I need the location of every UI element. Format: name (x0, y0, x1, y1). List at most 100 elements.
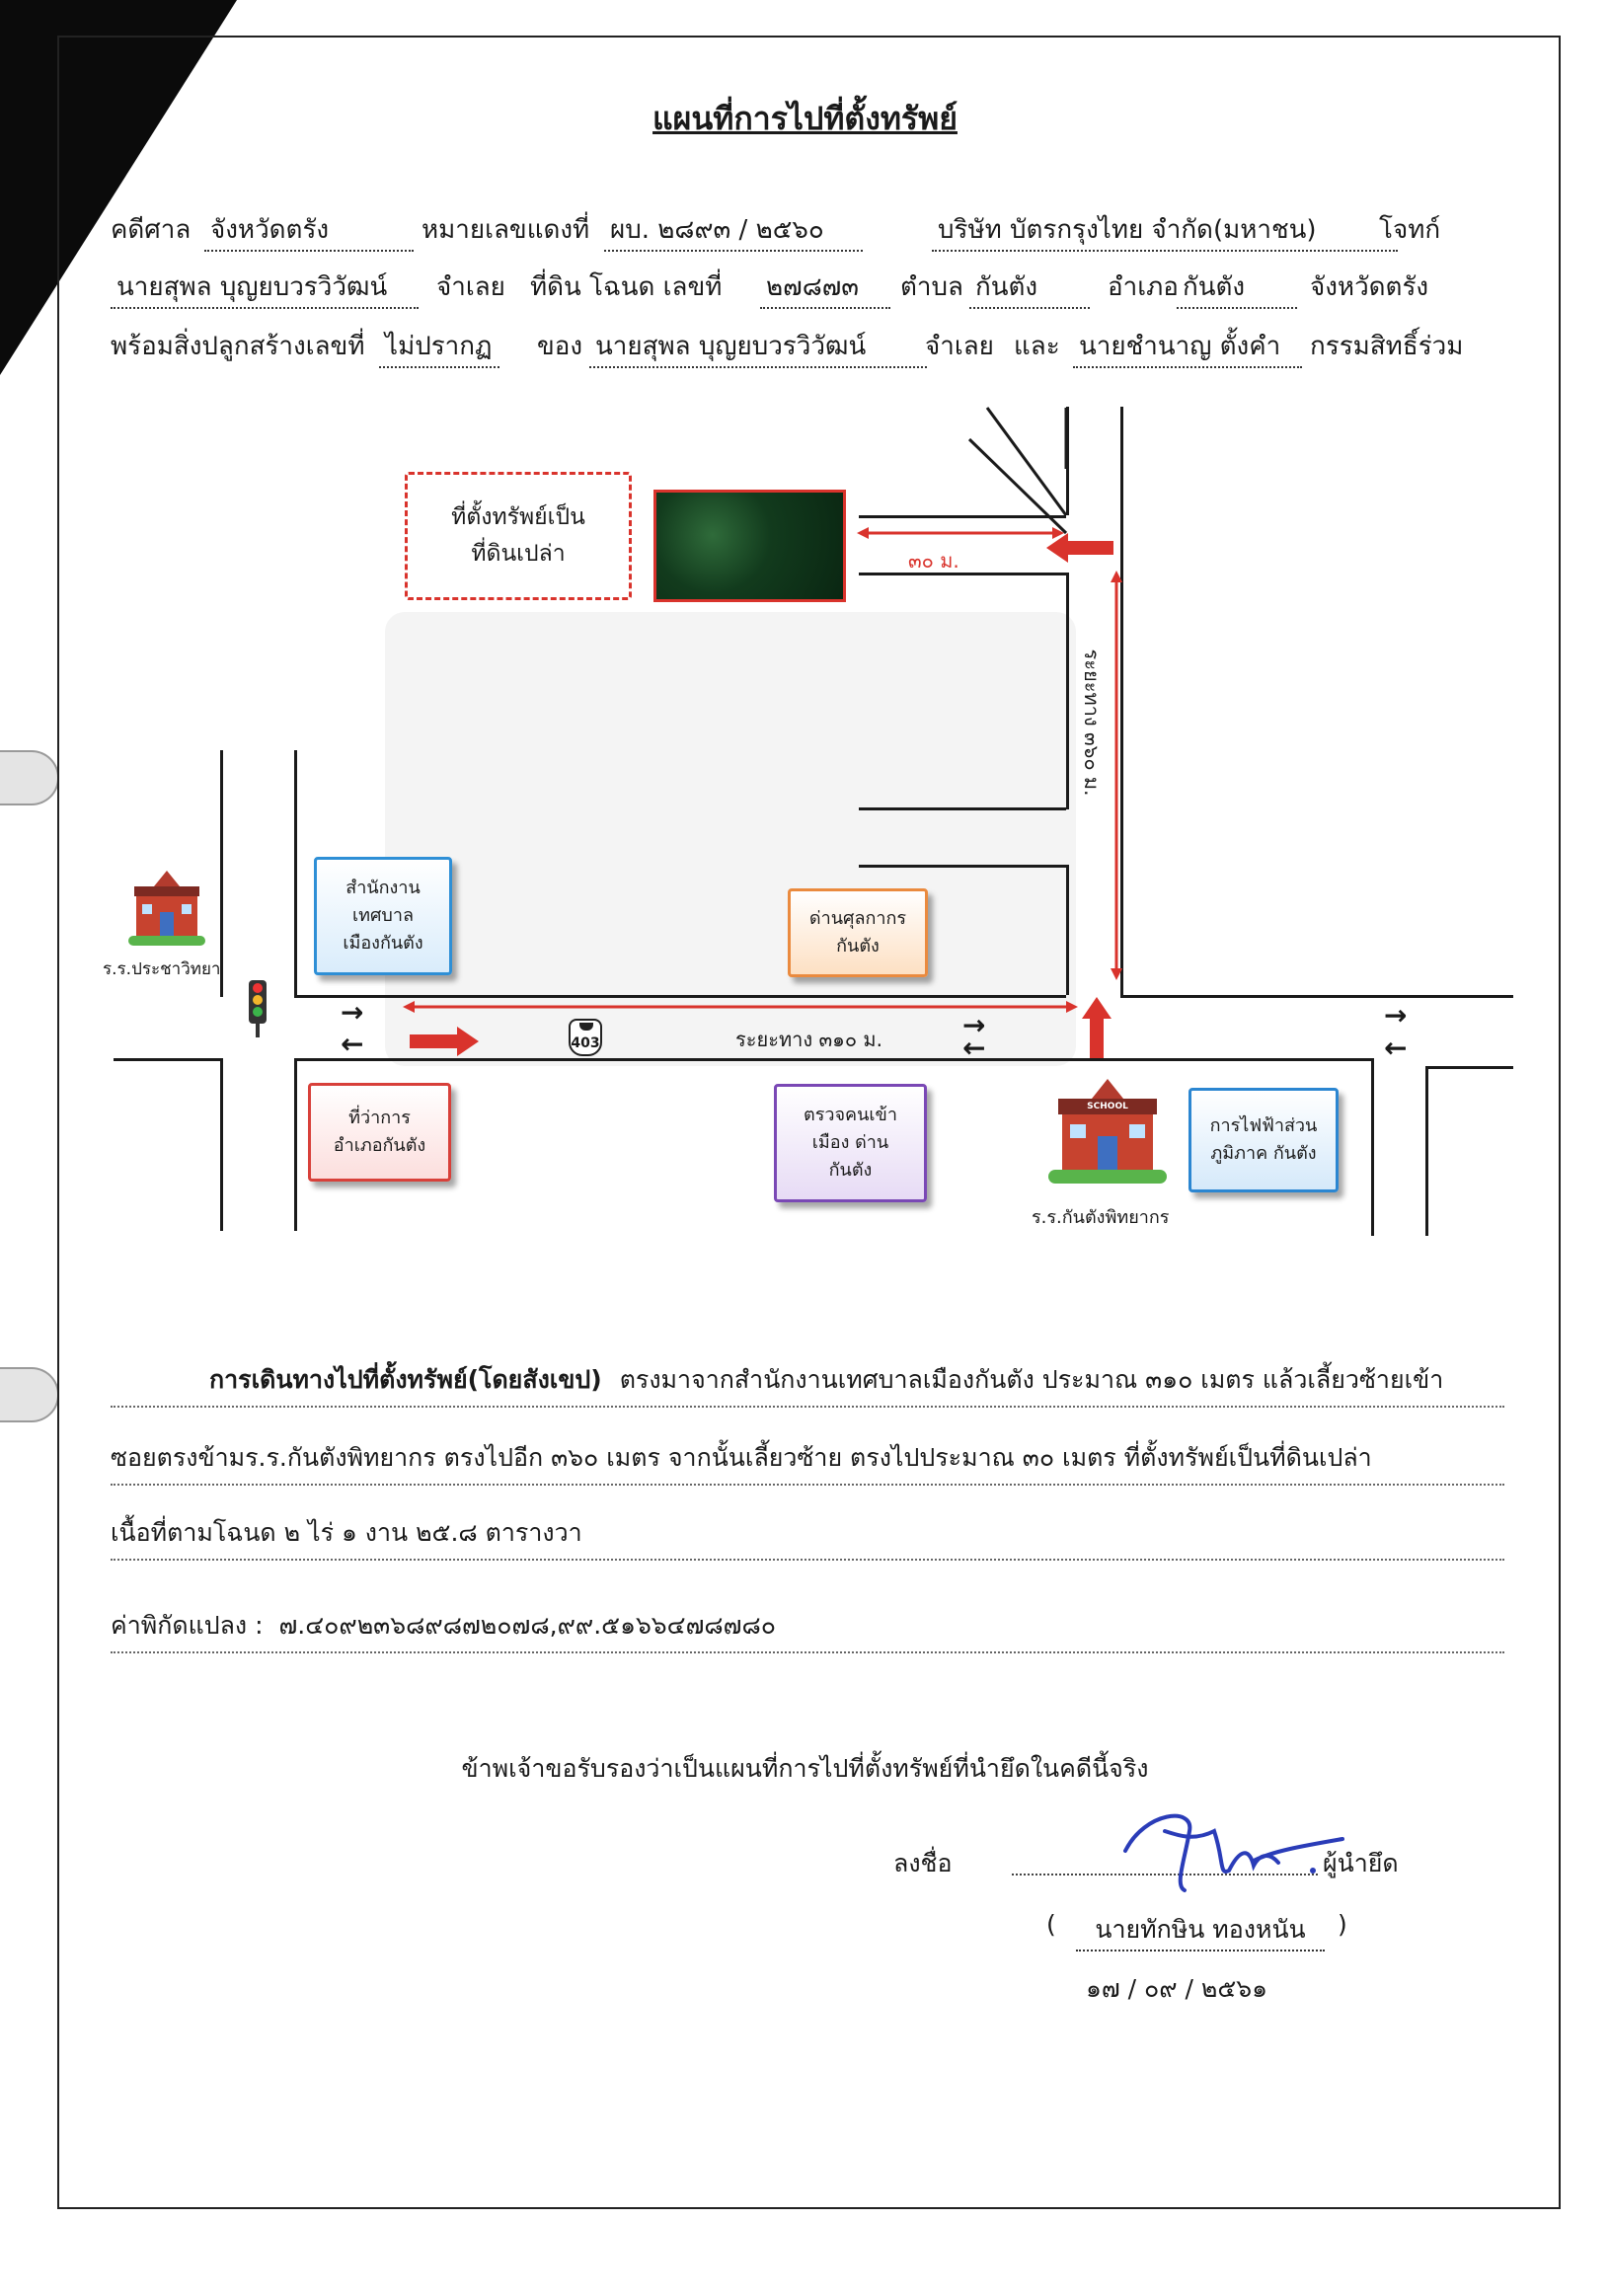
route-shield-emblem (579, 1023, 593, 1031)
signer-name: นายทักษิน ทองหนัน (1076, 1910, 1325, 1952)
paren-close: ) (1338, 1910, 1347, 1939)
deed-no-value: ๒๗๘๗๓ (760, 267, 890, 309)
route-number: 403 (571, 1035, 600, 1051)
header-row-3: พร้อมสิ่งปลูกสร้างเลขที่ ไม่ปรากฏ ของ นา… (111, 326, 1512, 368)
subdistrict-value: กันตัง (969, 267, 1090, 309)
coords-label: ค่าพิกัดแปลง : (111, 1611, 264, 1640)
customs-office-box: ด่านศุลกากร กันตัง (788, 888, 928, 977)
building-label: พร้อมสิ่งปลูกสร้างเลขที่ (111, 332, 365, 361)
customs-line2: กันตัง (836, 936, 880, 957)
district-office-line1: ที่ว่าการ (348, 1108, 411, 1129)
sign-label: ลงชื่อ (893, 1849, 953, 1877)
immigration-line1: ตรวจคนเข้า (804, 1105, 897, 1126)
soi-left-edge-upper (1066, 573, 1069, 809)
soi-branch-upper (859, 807, 1066, 810)
route-403-shield: 403 (569, 1019, 602, 1056)
school-left-label: ร.ร.ประชาวิทยา (103, 959, 221, 979)
road-left-lower-inner (294, 1058, 297, 1231)
province-value: จังหวัดตรัง (1310, 272, 1429, 302)
and-label: และ (1014, 332, 1060, 361)
land-label: ที่ดิน โฉนด เลขที่ (530, 272, 723, 302)
dist-310-arrow (403, 1001, 1078, 1013)
road-right-lower-outer (1371, 1058, 1374, 1236)
turn-left-arrow (1046, 533, 1113, 563)
property-label-line2: ที่ดินเปล่า (471, 541, 566, 567)
soi-left-edge-lower (1066, 865, 1069, 995)
soi-right-edge (1120, 407, 1123, 995)
traffic-arrow-right-2: → (962, 1009, 986, 1041)
document-frame (57, 36, 1561, 2209)
certification-text: ข้าพเจ้าขอรับรองว่าเป็นแผนที่การไปที่ตั้… (461, 1754, 1149, 1783)
school-sign: SCHOOL (1058, 1099, 1157, 1114)
side-road-bottom (859, 573, 1066, 575)
school-right-icon: SCHOOL (1048, 1079, 1167, 1187)
district-label: อำเภอ (1108, 272, 1179, 302)
turn-up-arrow (1082, 997, 1112, 1058)
directions-row-1: การเดินทางไปที่ตั้งทรัพย์(โดยสังเขป) ตรง… (111, 1360, 1504, 1408)
immigration-line3: กันตัง (828, 1159, 873, 1181)
paren-open: ( (1046, 1910, 1056, 1939)
directions-line2: ซอยตรงข้ามร.ร.กันตังพิทยากร ตรงไปอีก ๓๖๐… (111, 1443, 1372, 1472)
traffic-arrow-left-2: ← (962, 1032, 986, 1064)
municipal-line2: เทศบาล (351, 905, 414, 927)
case-no-value: ผบ. ๒๘๙๓ / ๒๕๖๐ (604, 209, 863, 252)
district-value: กันตัง (1177, 267, 1297, 309)
dist-360-label: ระยะทาง ๓๖๐ ม. (1080, 649, 1104, 797)
district-office-line2: อำเภอกันตัง (333, 1135, 426, 1156)
property-label-box: ที่ตั้งทรัพย์เป็น ที่ดินเปล่า (405, 472, 632, 600)
plaintiff-value: บริษัท บัตรกรุงไทย จำกัด(มหาชน) (932, 209, 1398, 252)
immigration-line2: เมือง ด่าน (811, 1132, 889, 1154)
owner-role: จำเลย (925, 332, 994, 361)
dist-30-label: ๓๐ ม. (908, 549, 959, 573)
property-label-line1: ที่ตั้งทรัพย์เป็น (451, 504, 585, 531)
signer-role: ผู้นำยึด (1323, 1849, 1399, 1877)
signed-date: ๑๗ / ๐๙ / ๒๕๖๑ (1086, 1974, 1268, 2003)
road-main-bottom-mid (294, 1058, 1371, 1061)
map-smudge (385, 612, 1076, 1066)
municipal-line3: เมืองกันตัง (343, 932, 423, 954)
directions-row-2: ซอยตรงข้ามร.ร.กันตังพิทยากร ตรงไปอีก ๓๖๐… (111, 1438, 1504, 1486)
directions-row-3: เนื้อที่ตามโฉนด ๒ ไร่ ๑ งาน ๒๕.๘ ตารางวา (111, 1513, 1504, 1561)
traffic-light-pole (256, 1024, 260, 1037)
traffic-arrow-right-1: → (341, 996, 364, 1029)
pea-line2: ภูมิภาค กันตัง (1210, 1143, 1317, 1164)
coords-value: ๗.๔๐๙๒๓๖๘๙๘๗๒๐๗๘,๙๙.๕๑๖๖๔๗๘๗๘๐ (278, 1611, 777, 1640)
district-office-box: ที่ว่าการ อำเภอกันตัง (308, 1083, 451, 1182)
go-straight-arrow (410, 1027, 479, 1056)
signature-mark (1123, 1813, 1344, 1892)
road-main-top-mid (294, 995, 1066, 998)
building-no-value: ไม่ปรากฏ (379, 326, 499, 368)
school-right-label: ร.ร.กันตังพิทยากร (1032, 1207, 1170, 1228)
page-title: แผนที่การไปที่ตั้งทรัพย์ (652, 100, 958, 137)
co-owner-value: นายชำนาญ ตั้งคำ (1073, 326, 1302, 368)
side-road-top (859, 515, 1066, 518)
municipal-line1: สำนักงาน (345, 878, 421, 899)
pea-office-box: การไฟฟ้าส่วน ภูมิภาค กันตัง (1188, 1088, 1339, 1192)
owner-value: นายสุพล บุญยบวรวิวัฒน์ (589, 326, 927, 368)
municipal-office-box: สำนักงาน เทศบาล เมืองกันตัง (314, 857, 452, 975)
dist-360-arrow (1111, 571, 1122, 980)
header-row-1: คดีศาล จังหวัดตรัง หมายเลขแดงที่ ผบ. ๒๘๙… (111, 209, 1512, 252)
road-left-lower-outer (220, 1058, 223, 1231)
traffic-arrow-left-1: ← (341, 1028, 364, 1060)
soi-branch-lower (859, 865, 1066, 868)
case-no-label: หมายเลขแดงที่ (422, 215, 590, 245)
header-row-2: นายสุพล บุญยบวรวิวัฒน์ จำเลย ที่ดิน โฉนด… (111, 267, 1512, 309)
road-main-bottom-left (114, 1058, 220, 1061)
traffic-arrow-right-3: → (1384, 999, 1408, 1032)
co-owner-role: กรรมสิทธิ์ร่วม (1310, 332, 1464, 361)
directions-line3: เนื้อที่ตามโฉนด ๒ ไร่ ๑ งาน ๒๕.๘ ตารางวา (111, 1518, 582, 1547)
road-main-top-right (1120, 995, 1513, 998)
traffic-light-icon (249, 980, 267, 1024)
directions-line1: ตรงมาจากสำนักงานเทศบาลเมืองกันตัง ประมาณ… (619, 1365, 1444, 1394)
traffic-arrow-left-3: ← (1384, 1032, 1408, 1064)
court-label: คดีศาล (111, 215, 192, 245)
signature-line (1012, 1874, 1318, 1875)
dist-30-arrow (857, 527, 1064, 539)
dist-310-label: ระยะทาง ๓๑๐ ม. (735, 1028, 882, 1051)
defendant-label: จำเลย (436, 272, 505, 302)
immigration-box: ตรวจคนเข้า เมือง ด่าน กันตัง (774, 1084, 927, 1202)
punch-hole-top (0, 750, 59, 805)
road-right-lower-inner (1425, 1066, 1428, 1236)
road-left-upper-outer (220, 750, 223, 997)
